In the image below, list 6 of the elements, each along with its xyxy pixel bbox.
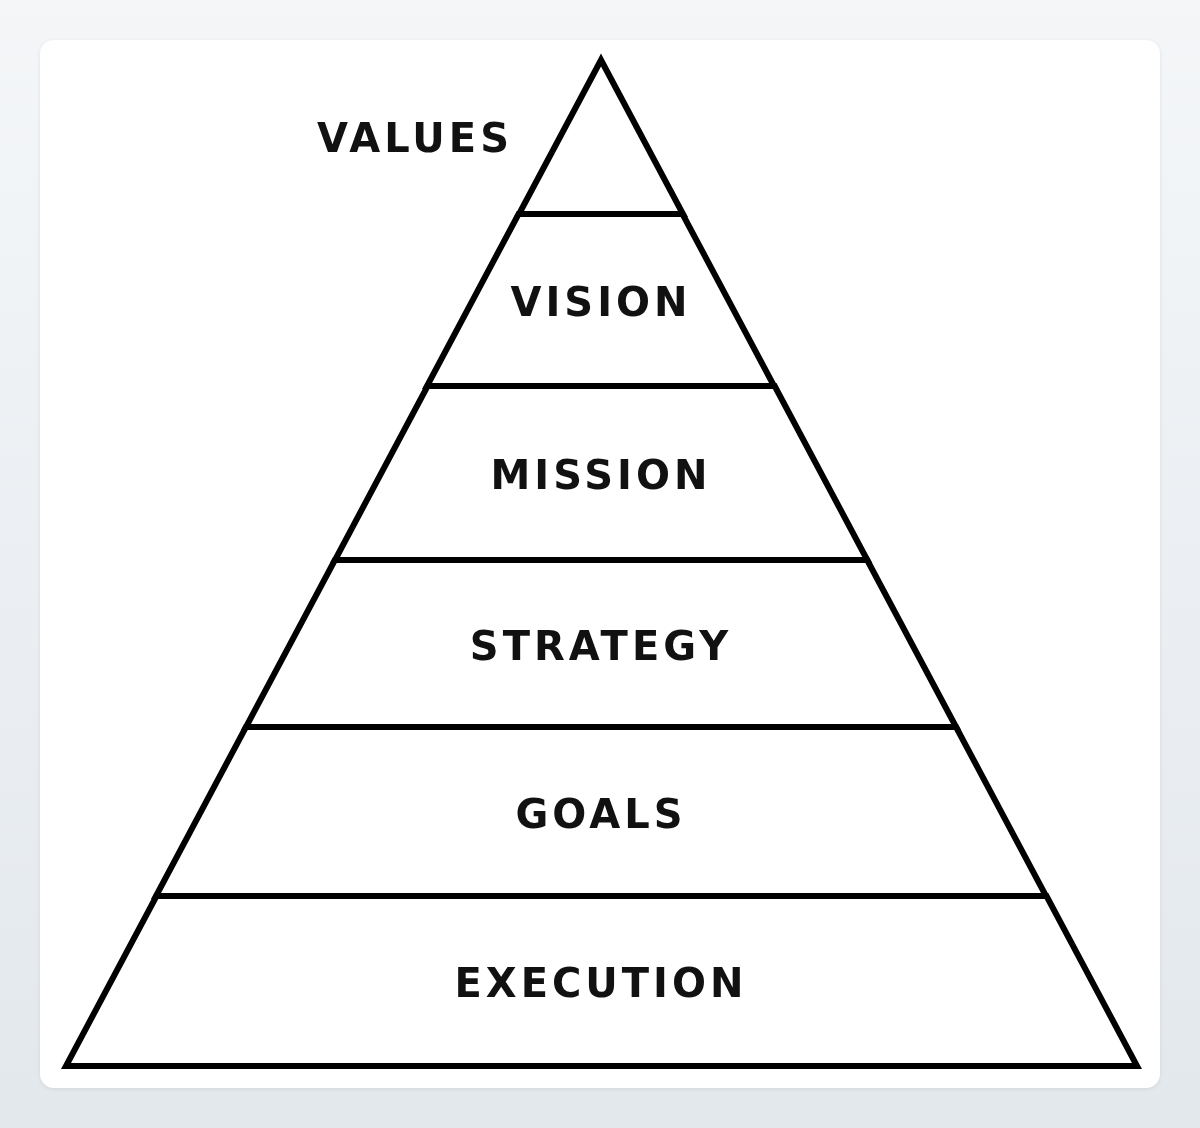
layer-label: EXECUTION [454, 963, 748, 1003]
layer-label: VALUES [317, 118, 513, 158]
layer-label: GOALS [515, 793, 687, 834]
layer-label: VISION [510, 282, 692, 322]
layer-label: STRATEGY [469, 625, 733, 666]
layer-label: MISSION [490, 455, 712, 495]
